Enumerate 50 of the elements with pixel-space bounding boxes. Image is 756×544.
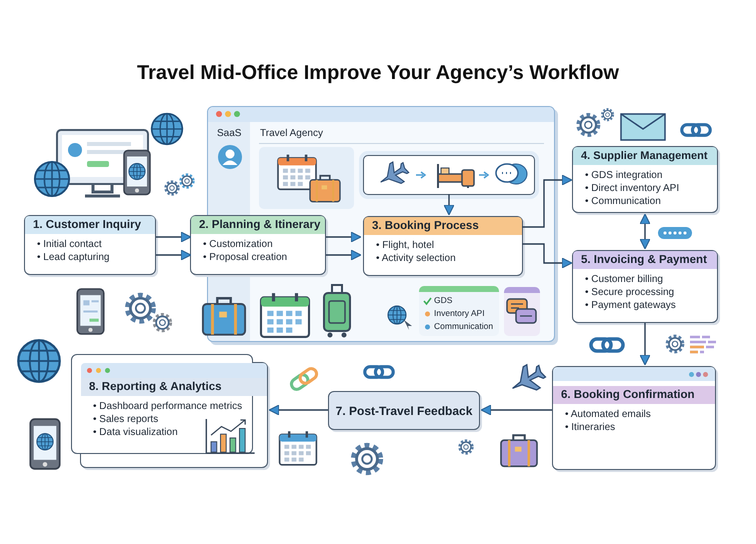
diagram-title: Travel Mid-Office Improve Your Agency’s Workflow [136,62,620,85]
node-title: 2. Planning & Itinerary [191,216,325,234]
arrow [640,323,650,366]
status-card [419,286,499,336]
bullet-item: • Dashboard performance metrics [93,400,244,413]
status-label: Inventory API [434,308,485,319]
bullet-item: • Flight, hotel [376,239,435,252]
process-box [328,391,480,430]
process-box [24,215,156,275]
bullet-item: • Payment gateways [585,299,677,312]
status-label: Communication [434,321,494,332]
node-title: 5. Invoicing & Payment [573,251,717,269]
sidebar-label: SaaS [217,128,242,139]
node-title: 7. Post-Travel Feedback [334,402,474,420]
window-heading: Travel Agency [260,128,323,139]
process-box [190,215,326,275]
bullet-item: • Itineraries [565,421,616,434]
bullet-item: • Lead capturing [37,251,110,264]
arrow [326,250,362,260]
node-title: 3. Booking Process [364,217,522,235]
arrow [156,250,192,260]
bullet-item: • Secure processing [585,286,676,299]
arrow [640,214,650,250]
process-box [572,250,718,323]
status-label: GDS [434,295,452,306]
arrow [480,404,552,416]
arrow [268,404,328,416]
process-box [363,216,523,276]
bullet-item: • Initial contact [37,238,103,251]
bullet-item: • Communication [585,195,662,208]
arrow [522,174,572,228]
bullet-item: • GDS integration [585,169,664,182]
arrow [326,232,362,242]
arrow [156,232,192,242]
bullet-item: • Automated emails [565,408,652,421]
arrow [522,243,572,268]
bullet-item: • Customization [203,238,274,251]
node-title: 4. Supplier Management [573,147,717,165]
bullet-item: • Direct inventory API [585,182,680,195]
node-title: 6. Booking Confirmation [553,386,715,404]
node-title: 1. Customer Inquiry [25,216,155,234]
bullet-item: • Sales reports [93,413,160,426]
arrow [444,194,454,216]
process-box [572,146,718,213]
bullet-item: • Customer billing [585,273,664,286]
bullet-item: • Data visualization [93,426,179,439]
node-title: 8. Reporting & Analytics [81,378,267,396]
bullet-item: • Activity selection [376,252,457,265]
process-box [552,366,716,470]
bullet-item: • Proposal creation [203,251,288,264]
